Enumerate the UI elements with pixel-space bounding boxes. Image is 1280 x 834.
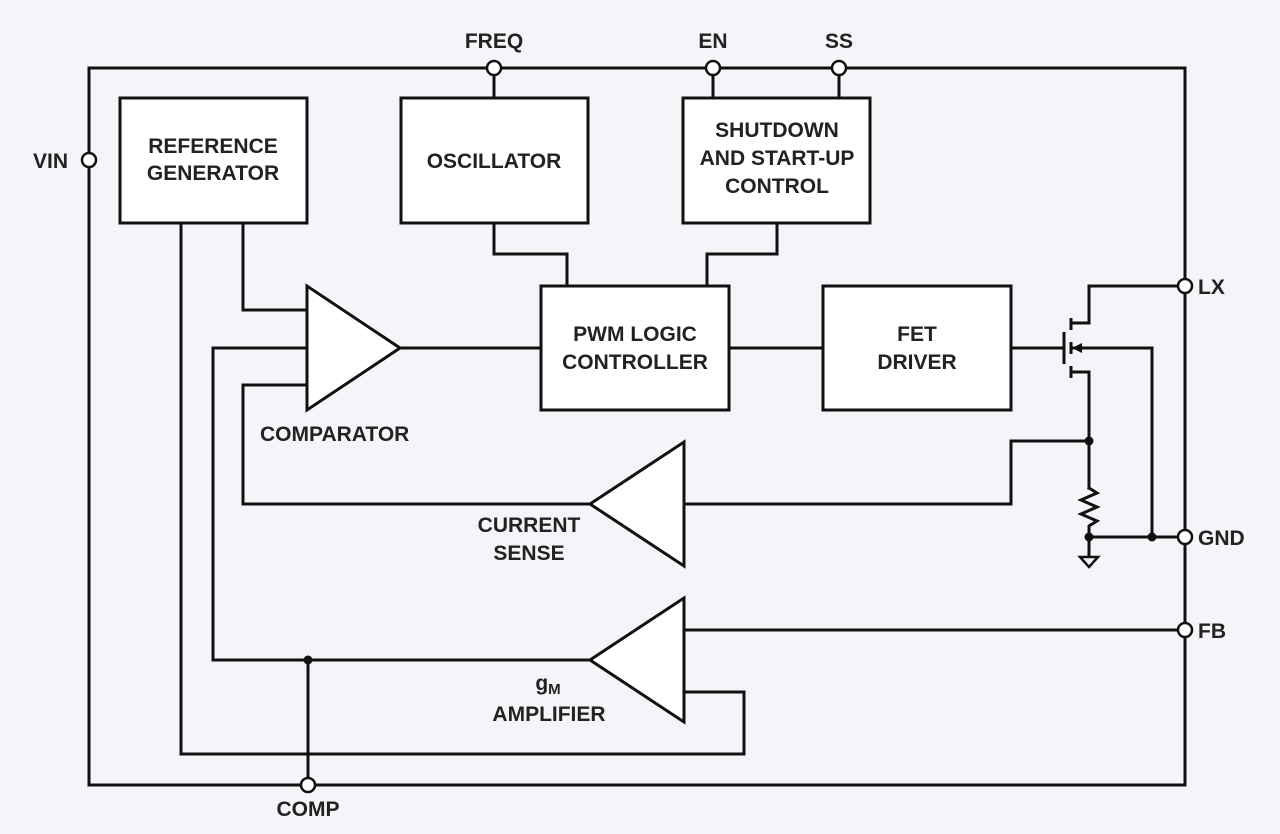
gm-amplifier: gM AMPLIFIER (492, 595, 686, 726)
junction-dot (303, 655, 313, 665)
chip-boundary (87, 66, 1187, 787)
pin-gnd-label: GND (1198, 527, 1245, 550)
pin-vin: VIN (33, 150, 98, 173)
current-sense-label-1: CURRENT (478, 514, 581, 537)
junction-dot (1147, 532, 1157, 542)
gm-amplifier-label: AMPLIFIER (492, 703, 605, 726)
reference-generator-label-1: REFERENCE (148, 135, 278, 158)
oscillator-label: OSCILLATOR (427, 150, 562, 173)
reference-generator-label-2: GENERATOR (147, 162, 279, 185)
fet-driver-block: FET DRIVER (821, 284, 1013, 412)
pin-gnd: GND (1176, 527, 1245, 550)
shutdown-label-1: SHUTDOWN (715, 119, 839, 142)
wires (179, 66, 1180, 780)
ground-symbol (1077, 555, 1101, 569)
shutdown-label-2: AND START-UP (700, 147, 855, 170)
shutdown-startup-block: SHUTDOWN AND START-UP CONTROL (681, 96, 872, 225)
pin-comp: COMP (277, 776, 340, 821)
comparator-amplifier: COMPARATOR (260, 283, 409, 446)
pin-lx: LX (1176, 276, 1225, 299)
pin-comp-label: COMP (277, 798, 340, 821)
pin-vin-label: VIN (33, 150, 68, 173)
pin-freq-label: FREQ (465, 30, 523, 53)
pin-ss: SS (825, 30, 853, 77)
pwm-logic-controller-block: PWM LOGIC CONTROLLER (539, 284, 731, 412)
current-sense-amplifier: CURRENT SENSE (478, 439, 686, 569)
shutdown-label-3: CONTROL (725, 175, 829, 198)
junction-dot (1084, 436, 1094, 446)
pin-fb: FB (1176, 620, 1226, 643)
power-mosfet (1062, 318, 1082, 378)
pin-freq: FREQ (465, 30, 523, 77)
pin-lx-label: LX (1198, 276, 1225, 299)
pin-ss-label: SS (825, 30, 853, 53)
junction-dot (1084, 532, 1094, 542)
gm-amplifier-symbol: gM (535, 672, 560, 698)
current-sense-label-2: SENSE (493, 542, 564, 565)
fet-driver-label-2: DRIVER (877, 351, 956, 374)
pwm-label-1: PWM LOGIC (573, 323, 697, 346)
comparator-label: COMPARATOR (260, 423, 409, 446)
oscillator-block: OSCILLATOR (399, 96, 590, 225)
pin-en: EN (698, 30, 728, 77)
fet-driver-label-1: FET (897, 323, 937, 346)
pin-en-label: EN (698, 30, 727, 53)
pin-fb-label: FB (1198, 620, 1226, 643)
pwm-label-2: CONTROLLER (562, 351, 708, 374)
reference-generator-block: REFERENCE GENERATOR (118, 96, 309, 225)
